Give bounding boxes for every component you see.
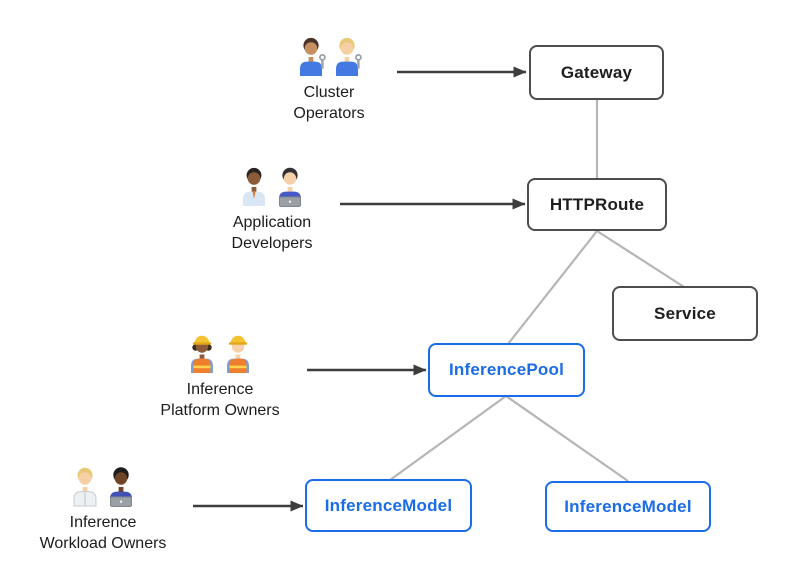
node-inferencemodel-right: InferenceModel — [545, 481, 711, 532]
node-label: InferenceModel — [324, 495, 453, 515]
node-inferencemodel-left: InferenceModel — [305, 479, 472, 532]
persona-label-line: Application — [232, 214, 312, 231]
node-gateway: Gateway — [529, 45, 664, 100]
persona-application-developers: Application Developers — [197, 164, 347, 254]
edge-inferencepool-inferencemodel-left — [389, 395, 507, 481]
developers-icon — [243, 167, 301, 207]
node-label: InferenceModel — [564, 496, 692, 516]
persona-label-line: Platform Owners — [160, 402, 280, 419]
edge-inferencepool-inferencemodel-right — [505, 395, 629, 482]
persona-inference-workload-owners: Inference Workload Owners — [28, 464, 178, 554]
edge-httproute-service — [596, 230, 685, 288]
edge-httproute-inferencepool — [507, 230, 598, 345]
node-label: InferencePool — [448, 360, 565, 379]
persona-label-line: Inference — [186, 381, 254, 398]
mechanics-icon — [300, 37, 362, 76]
node-label: HTTPRoute — [549, 194, 645, 214]
persona-cluster-operators: Cluster Operators — [254, 34, 404, 124]
persona-label-line: Operators — [293, 105, 365, 122]
persona-label-line: Developers — [231, 235, 313, 252]
persona-label-line: Workload Owners — [39, 535, 167, 552]
node-label: Gateway — [560, 62, 633, 82]
node-label: Service — [654, 303, 716, 323]
persona-label-line: Cluster — [303, 84, 355, 101]
construction-workers-icon — [191, 335, 249, 373]
node-httproute: HTTPRoute — [527, 178, 667, 231]
node-service: Service — [612, 286, 758, 341]
workload-owners-icon — [73, 467, 132, 507]
persona-label-line: Inference — [69, 514, 137, 531]
persona-inference-platform-owners: Inference Platform Owners — [145, 331, 295, 421]
node-inferencepool: InferencePool — [428, 343, 585, 397]
